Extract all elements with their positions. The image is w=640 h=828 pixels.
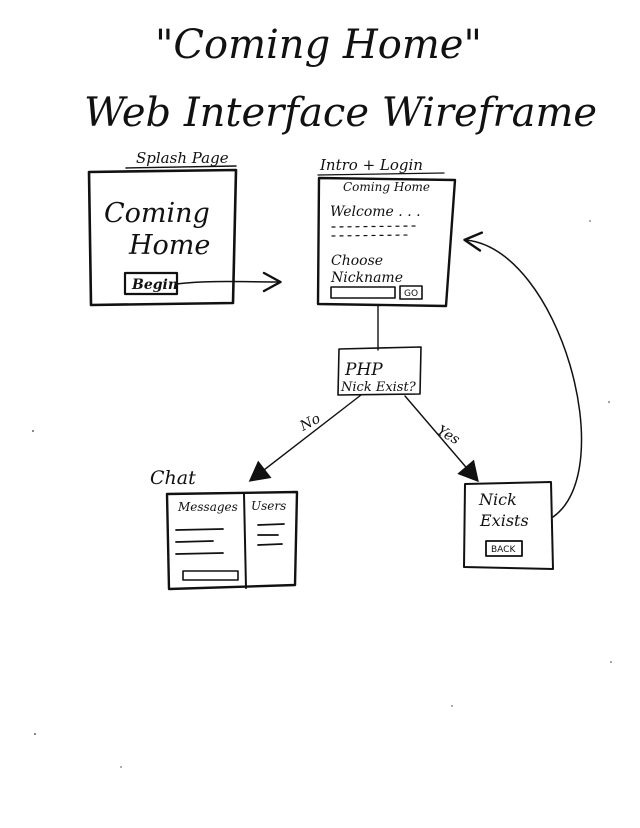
begin-button[interactable]: Begin	[123, 271, 179, 296]
welcome-dotted-line-1	[331, 225, 417, 228]
php-check-frame	[337, 346, 422, 396]
users-line-3	[257, 543, 283, 546]
chat-message-input[interactable]	[182, 570, 239, 581]
arrow-nick-exists-back-to-login	[463, 231, 583, 518]
arrow-splash-to-login	[175, 271, 282, 293]
nick-exists-frame	[463, 481, 554, 570]
branch-no-label: No	[296, 411, 323, 435]
go-button-frame	[399, 285, 423, 300]
splash-page-label: Splash Page	[136, 149, 229, 167]
begin-button-label: Begin	[131, 277, 178, 293]
users-line-1	[257, 523, 285, 526]
chat-label: Chat	[150, 467, 196, 489]
chat-frame	[165, 490, 299, 591]
messages-line-2	[175, 540, 214, 543]
users-header: Users	[251, 499, 286, 513]
title-line-2: Web Interface Wireframe	[84, 90, 597, 136]
title-line-1: "Coming Home"	[155, 22, 482, 68]
splash-page-frame	[87, 168, 238, 307]
back-button[interactable]: BACK	[485, 540, 523, 557]
go-button-label: GO	[404, 289, 418, 299]
messages-header: Messages	[177, 500, 238, 514]
welcome-dotted-line-2	[331, 234, 411, 237]
splash-app-title-line-2: Home	[128, 230, 210, 261]
nick-exists-line-1: Nick	[478, 490, 517, 509]
back-button-frame	[485, 540, 523, 557]
php-check-line-1: PHP	[344, 360, 383, 380]
messages-line-1	[175, 528, 224, 531]
welcome-text: Welcome . . .	[330, 204, 421, 220]
choose-nickname-line-2: Nickname	[330, 270, 403, 286]
go-button[interactable]: GO	[399, 285, 423, 300]
messages-line-3	[175, 552, 224, 555]
arrow-yes-to-nick-exists	[404, 395, 479, 483]
intro-login-frame	[316, 176, 457, 308]
nickname-input[interactable]	[330, 286, 396, 299]
arrow-no-to-chat	[248, 394, 362, 482]
choose-nickname-line-1: Choose	[331, 253, 383, 269]
intro-login-label-underline	[317, 172, 445, 176]
intro-login-label: Intro + Login	[319, 156, 423, 174]
scan-specks	[32, 220, 612, 768]
branch-yes-label: Yes	[434, 423, 462, 449]
nick-exists-line-2: Exists	[479, 511, 529, 530]
chat-divider	[243, 493, 247, 589]
php-check-line-2: Nick Exist?	[340, 380, 417, 395]
intro-login-header: Coming Home	[343, 180, 430, 194]
back-button-label: BACK	[491, 545, 516, 555]
splash-page-label-underline	[125, 165, 237, 169]
splash-app-title-line-1: Coming	[104, 198, 210, 229]
